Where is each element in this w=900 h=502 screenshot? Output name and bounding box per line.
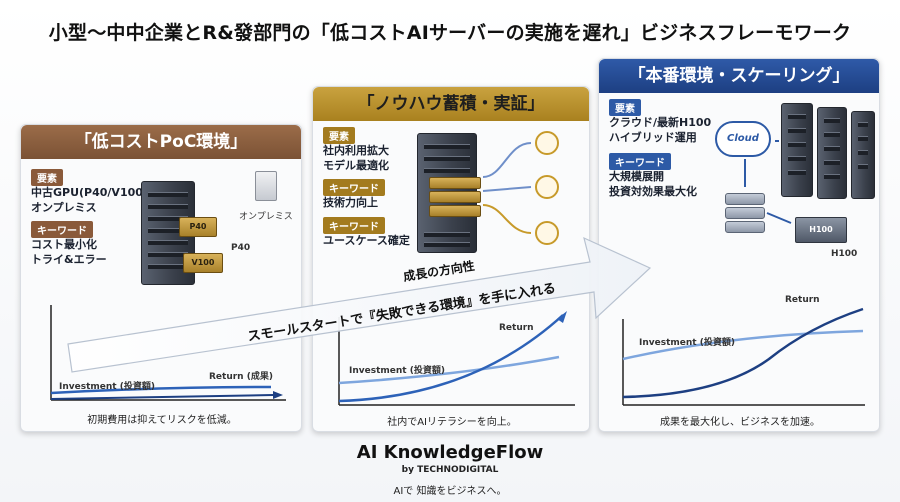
stage-caption: 成果を最大化し、ビジネスを加速。 (660, 417, 820, 428)
element-tag: 要素 (609, 99, 641, 116)
storage-stack-icon (725, 207, 765, 219)
keyword-line: 技術力向上 (323, 196, 378, 209)
connector (766, 212, 792, 224)
element-tag: 要素 (323, 127, 355, 144)
server-rack-icon (817, 107, 847, 199)
h100-label: H100 (831, 249, 858, 259)
keyword-text: 大規模展開 投資対効果最大化 (609, 169, 697, 199)
keyword-tag: キーワード (609, 153, 671, 170)
h100-gpu-icon: H100 (795, 217, 847, 243)
element-text: 中古GPU(P40/V100) オンプレミス (31, 185, 148, 215)
brand-tagline: AIで 知識をビジネスへ。 (393, 486, 507, 497)
return-label: Return (785, 295, 820, 305)
investment-label: Investment (投資額) (59, 382, 155, 392)
return-curve (622, 307, 864, 399)
cloud-icon: Cloud (715, 121, 771, 157)
element-line: モデル最適化 (323, 159, 389, 172)
return-arrowhead (273, 391, 283, 399)
stage-header-production: 「本番環境・スケーリング」 (599, 59, 879, 93)
keyword-tag: キーワード (323, 217, 385, 234)
stage-header-poc: 「低コストPoC環境」 (21, 125, 301, 159)
stage-caption: 社内でAIリテラシーを向上。 (387, 417, 517, 428)
storage-stack-icon (725, 193, 765, 205)
return-label: Return (499, 323, 534, 333)
investment-label: Investment (投資額) (349, 366, 445, 376)
keyword-line: 投資対効果最大化 (609, 185, 697, 198)
return-arrowhead (557, 311, 567, 323)
stage-panel-production: 「本番環境・スケーリング」 要素 クラウド/最新H100 ハイブリッド運用 キー… (598, 58, 880, 432)
brand-byline: by TECHNODIGITAL (401, 465, 499, 475)
element-line: ハイブリッド運用 (609, 131, 697, 144)
network-graph-icon (535, 175, 559, 199)
return-curve (50, 394, 274, 400)
return-label: Return (成果) (209, 372, 273, 382)
gpu-card-icon (429, 177, 481, 189)
onprem-label: オンプレミス (239, 212, 293, 222)
server-rack-icon (781, 103, 813, 197)
stage-panel-poc: 「低コストPoC環境」 要素 中古GPU(P40/V100) オンプレミス キー… (20, 124, 302, 432)
server-rack-icon (851, 111, 875, 199)
stage-caption: 初期費用は抑えてリスクを低減。 (87, 415, 237, 426)
investment-label: Investment (投資額) (639, 338, 735, 348)
element-text: 社内利用拡大 モデル最適化 (323, 143, 389, 173)
element-line: 中古GPU(P40/V100) (31, 186, 148, 199)
storage-stack-icon (725, 221, 765, 233)
element-line: クラウド/最新H100 (609, 116, 712, 129)
element-text: クラウド/最新H100 ハイブリッド運用 (609, 115, 711, 145)
investment-curve (50, 385, 272, 395)
onprem-server-icon (255, 171, 277, 201)
gpu-card-icon (429, 205, 481, 217)
roi-chart (622, 140, 865, 406)
stage-header-knowhow: 「ノウハウ蓄積・実証」 (313, 87, 589, 121)
keyword-tag: キーワード (323, 179, 385, 196)
element-line: オンプレミス (31, 201, 97, 214)
gpu-card-icon (429, 191, 481, 203)
neural-network-icon (535, 131, 559, 155)
page-title: 小型〜中中企業とR&發部門の「低コストAIサーバーの実施を遅れ」ビジネスフレーモ… (48, 22, 852, 44)
keyword-line: 大規模展開 (609, 170, 664, 183)
brand-name: AI KnowledgeFlow (356, 442, 544, 463)
stage-panel-knowhow: 「ノウハウ蓄積・実証」 要素 社内利用拡大 モデル最適化 キーワード 技術力向上… (312, 86, 590, 432)
roi-chart (50, 305, 286, 401)
element-line: 社内利用拡大 (323, 144, 389, 157)
element-tag: 要素 (31, 169, 63, 186)
gpu-card-icon: P40 (179, 217, 217, 237)
keyword-tag: キーワード (31, 221, 93, 238)
